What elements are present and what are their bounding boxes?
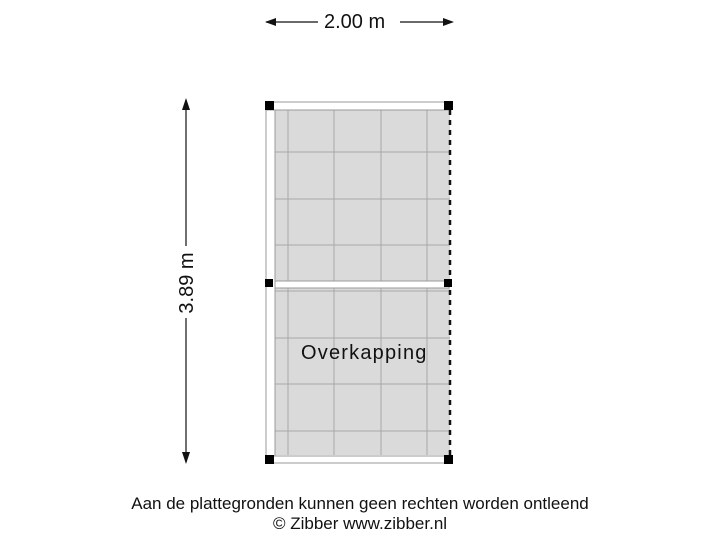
column-bottom-left xyxy=(265,455,274,464)
top-wall xyxy=(268,101,450,111)
middle-beam xyxy=(268,280,450,289)
bottom-wall xyxy=(268,455,450,464)
room-label: Overkapping xyxy=(301,342,428,364)
copyright-text: © Zibber www.zibber.nl xyxy=(272,514,448,533)
width-dimension-label: 2.00 m xyxy=(324,11,386,33)
height-dimension-arrows xyxy=(182,98,190,464)
column-top-left xyxy=(265,101,274,110)
column-top-right xyxy=(444,101,453,110)
column-mid-right xyxy=(444,279,452,287)
column-bottom-right xyxy=(444,455,453,464)
column-mid-left xyxy=(265,279,273,287)
width-dimension-arrows xyxy=(265,18,454,26)
columns xyxy=(265,101,453,464)
disclaimer-text: Aan de plattegronden kunnen geen rechten… xyxy=(131,494,589,513)
